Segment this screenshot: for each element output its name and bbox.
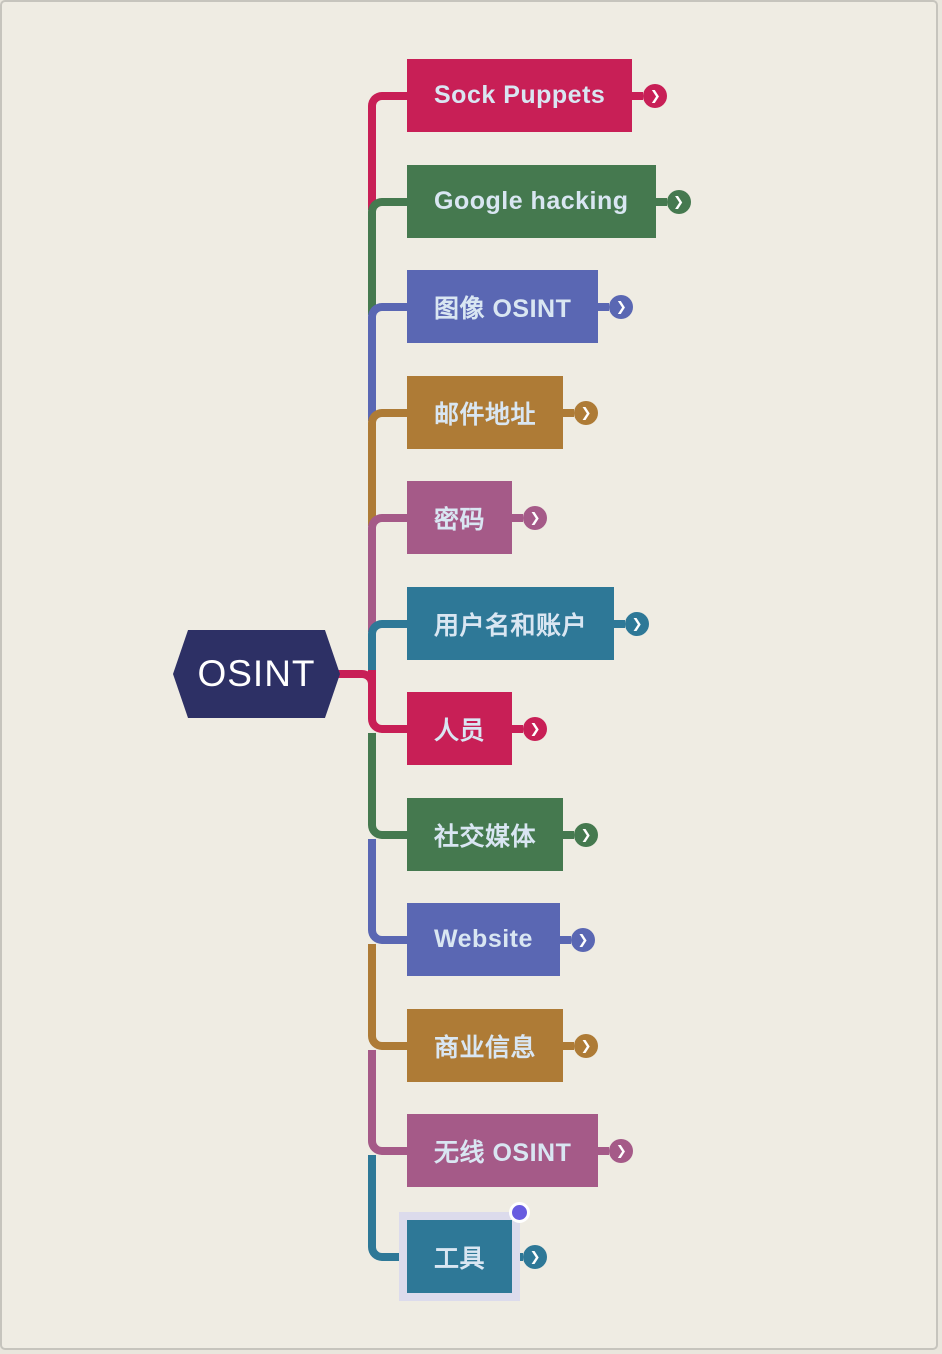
chevron-right-icon: ❯ — [529, 509, 541, 525]
mindmap-node-label: 密码 — [434, 505, 486, 534]
mindmap-node-label: Website — [434, 925, 533, 953]
mindmap-node-label: 用户名和账户 — [434, 611, 588, 640]
expand-button[interactable]: ❯ — [574, 822, 599, 847]
chevron-right-icon: ❯ — [529, 720, 541, 736]
expand-button[interactable]: ❯ — [574, 1033, 599, 1058]
branch-line — [368, 198, 407, 315]
chevron-right-icon: ❯ — [580, 404, 592, 420]
mindmap-node[interactable]: 人员 — [407, 692, 513, 765]
expand-button[interactable]: ❯ — [643, 83, 668, 108]
mindmap-node[interactable]: 商业信息 — [407, 1009, 564, 1082]
branch-line — [368, 409, 407, 526]
mindmap-node-label: 无线 OSINT — [434, 1138, 572, 1167]
node-connector-stem — [632, 91, 644, 100]
branch-line — [368, 620, 407, 682]
mindmap-node[interactable]: Google hacking — [407, 165, 656, 238]
branch-line — [368, 733, 407, 839]
expand-button[interactable]: ❯ — [609, 1138, 634, 1163]
chevron-right-icon: ❯ — [631, 615, 643, 631]
branch-line — [335, 670, 376, 710]
expand-button[interactable]: ❯ — [570, 927, 595, 952]
mindmap-node-row: 社交媒体 ❯ — [407, 798, 599, 871]
mindmap-node-row: 密码 ❯ — [407, 481, 548, 554]
mindmap-node-row: 无线 OSINT ❯ — [407, 1114, 634, 1187]
expand-button[interactable]: ❯ — [666, 189, 691, 214]
node-connector-stem — [598, 1146, 610, 1155]
mindmap-node[interactable]: 邮件地址 — [407, 376, 564, 449]
chevron-right-icon: ❯ — [615, 298, 627, 314]
mindmap-node-label: 商业信息 — [434, 1033, 537, 1062]
mindmap-node[interactable]: 工具 — [407, 1202, 531, 1293]
node-connector-stem — [614, 619, 626, 628]
expand-button[interactable]: ❯ — [523, 716, 548, 741]
mindmap-node[interactable]: Website — [407, 903, 560, 976]
mindmap-node[interactable]: Sock Puppets — [407, 59, 633, 132]
mindmap-node-row: 图像 OSINT ❯ — [407, 270, 634, 343]
chevron-right-icon: ❯ — [649, 87, 661, 103]
mindmap-node[interactable]: 无线 OSINT — [407, 1114, 599, 1187]
node-connector-stem — [563, 408, 575, 417]
mindmap-node-row: 邮件地址 ❯ — [407, 376, 599, 449]
chevron-right-icon: ❯ — [615, 1142, 627, 1158]
node-connector-stem — [559, 935, 571, 944]
branch-line — [368, 944, 407, 1050]
branch-line — [368, 1050, 407, 1155]
root-node-label: OSINT — [197, 653, 316, 694]
mindmap-node-label: Sock Puppets — [434, 81, 606, 109]
chevron-right-icon: ❯ — [673, 193, 684, 209]
chevron-right-icon: ❯ — [577, 931, 589, 947]
expand-button[interactable]: ❯ — [574, 400, 599, 425]
node-connector-stem — [563, 1041, 575, 1050]
mindmap-node-row: 工具 ❯ — [407, 1202, 548, 1293]
node-connector-stem — [512, 724, 524, 733]
branch-line — [368, 303, 407, 421]
chevron-right-icon: ❯ — [580, 826, 592, 842]
mindmap-node-row: 用户名和账户 ❯ — [407, 587, 650, 660]
expand-button[interactable]: ❯ — [625, 611, 650, 636]
mindmap-node-label: 图像 OSINT — [434, 294, 572, 323]
mindmap-node-row: 商业信息 ❯ — [407, 1009, 599, 1082]
expand-button[interactable]: ❯ — [523, 505, 548, 530]
expand-button[interactable]: ❯ — [609, 294, 634, 319]
node-connector-stem — [512, 513, 524, 522]
mindmap-node-label: 工具 — [434, 1244, 486, 1273]
selection-handle[interactable] — [509, 1202, 531, 1223]
mindmap-node-row: Website ❯ — [407, 903, 595, 976]
mindmap-node-label: 邮件地址 — [434, 400, 537, 429]
mindmap-node-label: 社交媒体 — [434, 822, 537, 851]
chevron-right-icon: ❯ — [529, 1248, 541, 1264]
branch-line — [368, 92, 407, 210]
mindmap-node[interactable]: 社交媒体 — [407, 798, 564, 871]
branch-line — [368, 1155, 407, 1261]
mindmap-node[interactable]: 用户名和账户 — [407, 587, 615, 660]
expand-button[interactable]: ❯ — [523, 1244, 548, 1269]
mindmap-node-label: Google hacking — [434, 187, 629, 215]
root-node-osint[interactable]: OSINT — [173, 630, 340, 718]
chevron-right-icon: ❯ — [580, 1037, 592, 1053]
mindmap-node[interactable]: 图像 OSINT — [407, 270, 599, 343]
mindmap-node-label: 人员 — [434, 716, 486, 745]
branch-line — [368, 514, 407, 632]
branch-line — [368, 839, 407, 944]
mindmap-node-row: Sock Puppets ❯ — [407, 59, 668, 132]
node-connector-stem — [655, 197, 667, 206]
mindmap-node[interactable]: 密码 — [407, 481, 513, 554]
node-connector-stem — [512, 1252, 524, 1261]
node-connector-stem — [598, 302, 610, 311]
mindmap-node-row: Google hacking ❯ — [407, 165, 691, 238]
mindmap-node-row: 人员 ❯ — [407, 692, 548, 765]
node-connector-stem — [563, 830, 575, 839]
